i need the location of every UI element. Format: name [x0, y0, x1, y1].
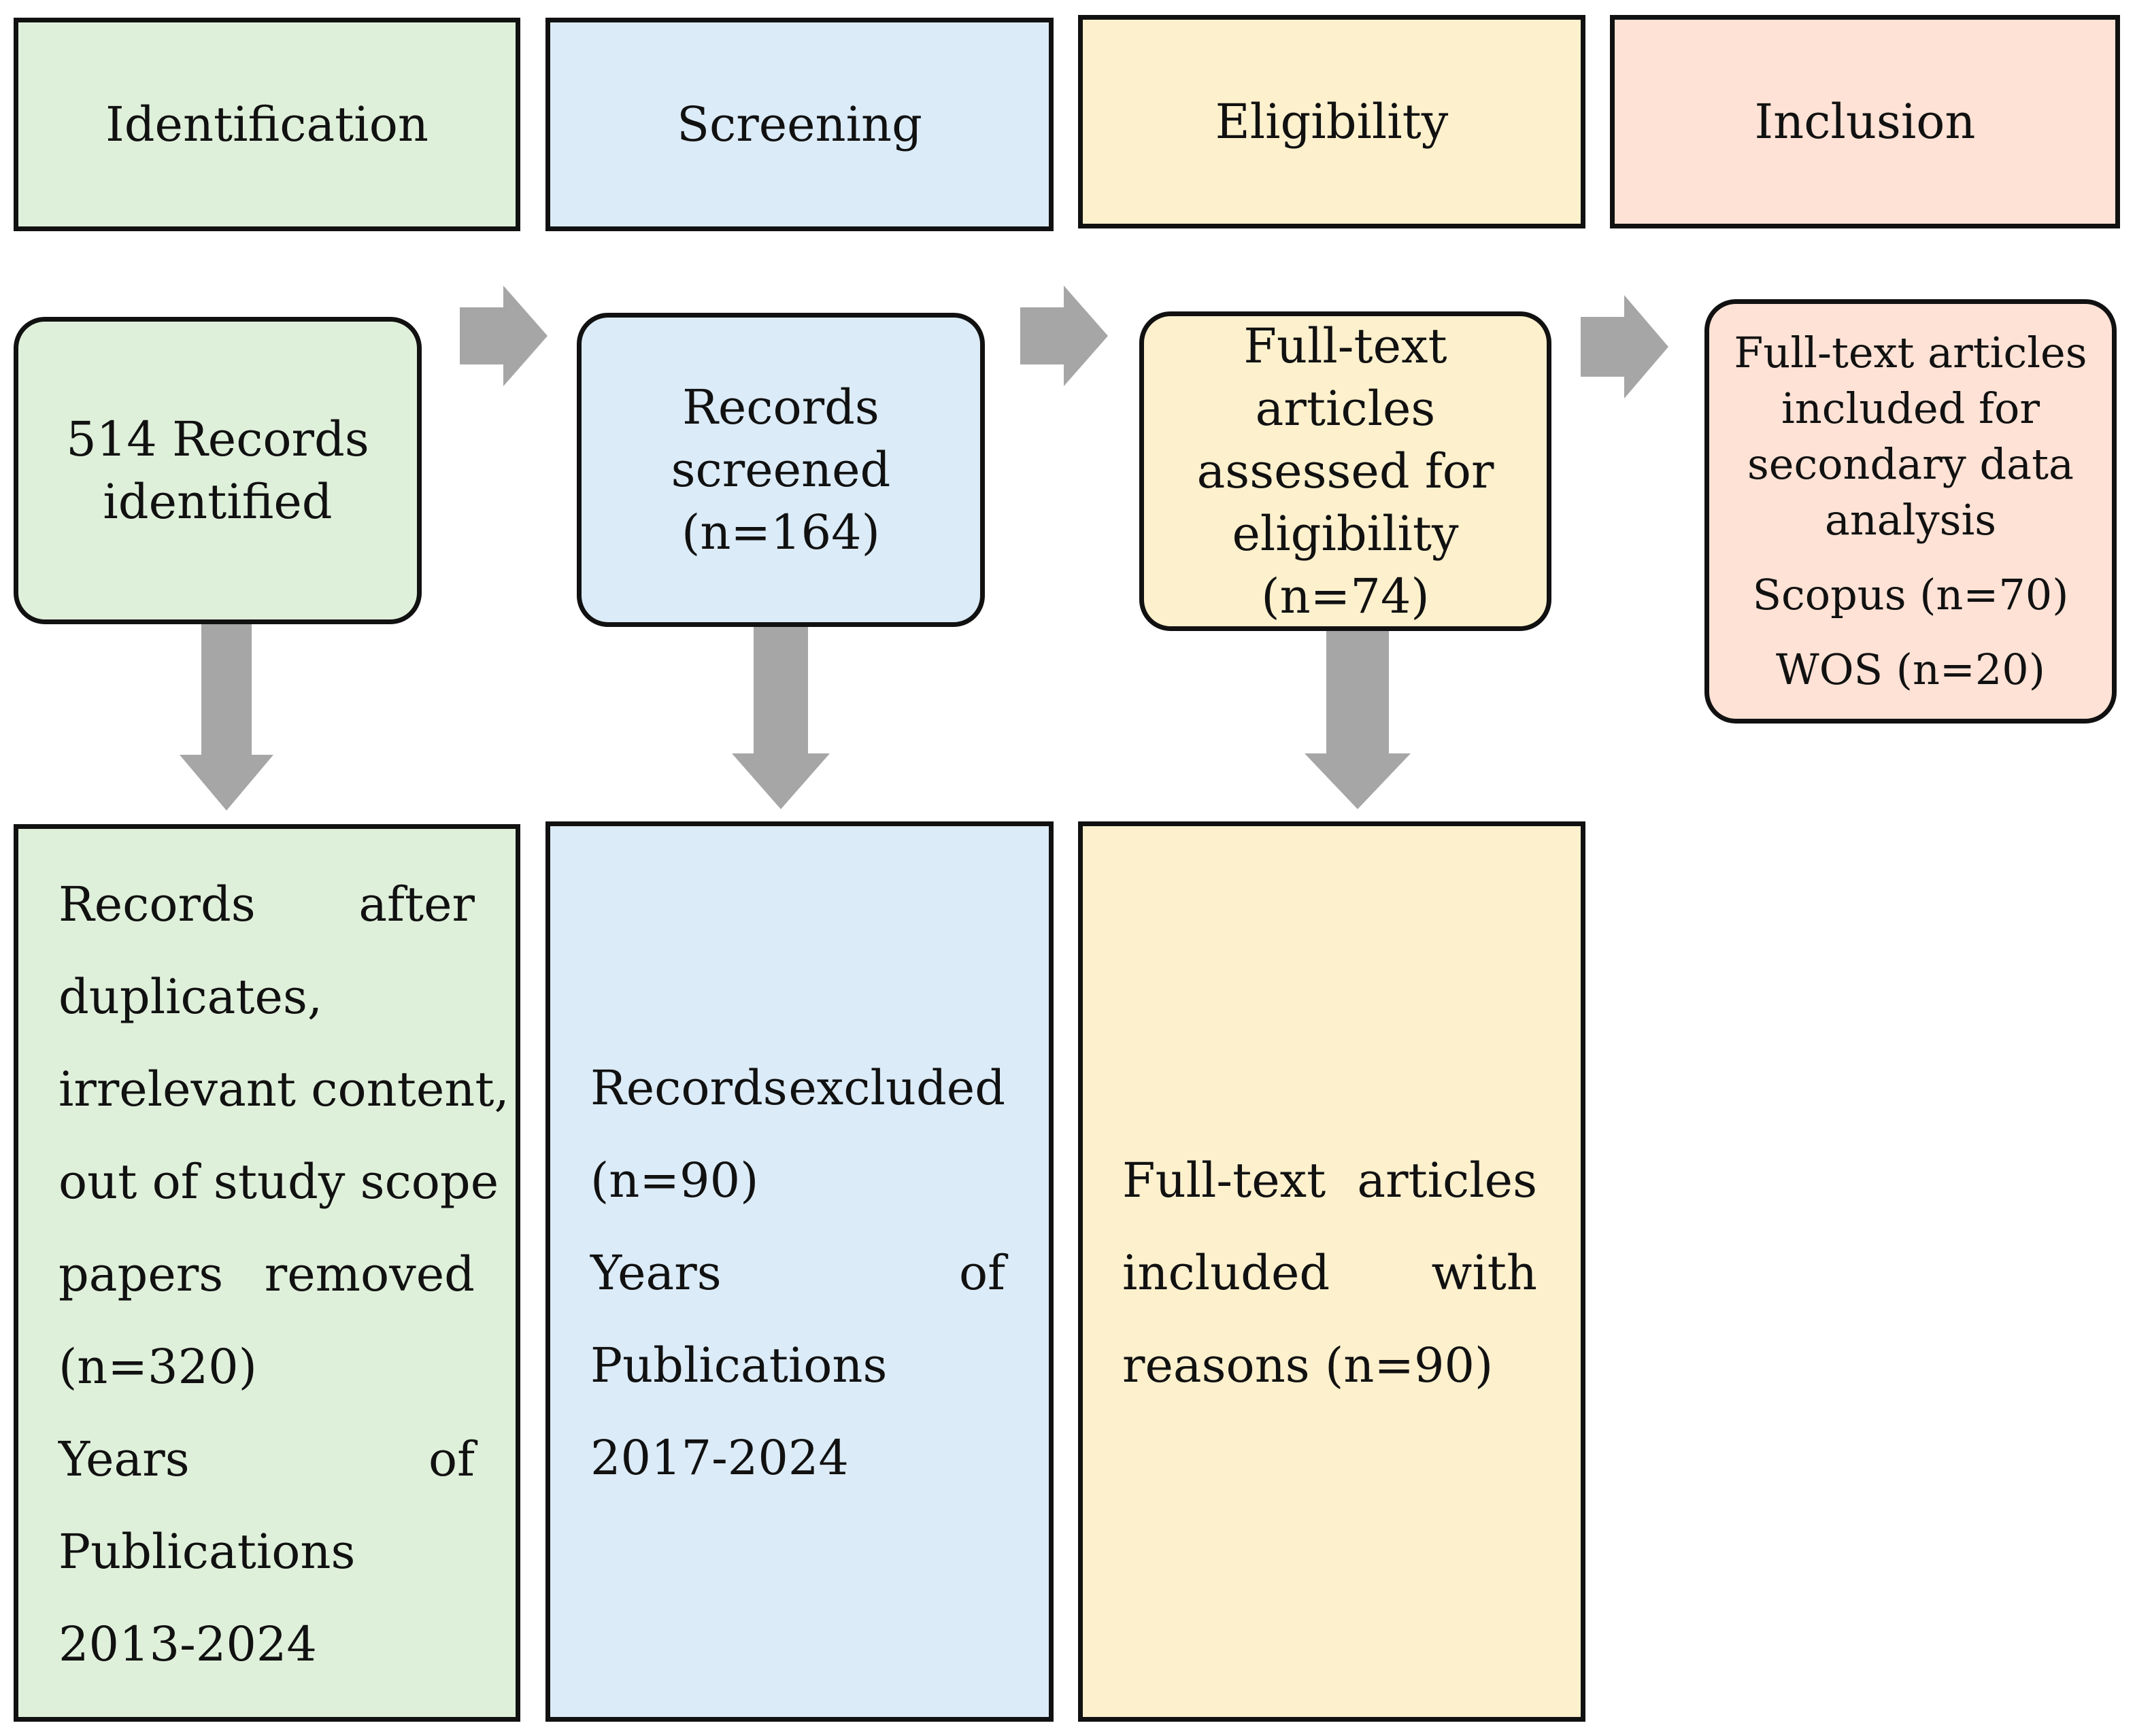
stage-header-screening: Screening	[545, 18, 1054, 231]
stage-header-inclusion: Inclusion	[1610, 15, 2120, 228]
screened-line-3: (n=164)	[682, 505, 880, 560]
assessed-line-2: articles	[1255, 381, 1436, 437]
excluded-id-line-8: Publications	[58, 1524, 356, 1580]
flow-box-assessed: Full-text articles assessed for eligibil…	[1139, 311, 1551, 631]
stage-title-inclusion: Inclusion	[1754, 94, 1976, 150]
excluded-id-line-4: out of study scope	[58, 1154, 499, 1210]
arrow-right-3	[1581, 295, 1668, 398]
excluded-sc-line-5: 2017-2024	[590, 1430, 849, 1486]
excluded-box-screening	[545, 821, 1054, 1722]
included-line-3: secondary data	[1747, 439, 2074, 489]
arrow-down-3	[1305, 624, 1411, 809]
excluded-el-line-3: reasons (n=90)	[1122, 1338, 1494, 1393]
arrow-right-2	[1020, 286, 1108, 386]
screened-line-2: screened	[671, 442, 891, 498]
arrow-down-2	[732, 624, 830, 809]
stage-header-identification: Identification	[14, 18, 520, 231]
arrow-right-1	[460, 286, 548, 386]
assessed-line-5: (n=74)	[1261, 568, 1430, 624]
flow-box-included: Full-text articles included for secondar…	[1704, 299, 2117, 724]
included-line-4: analysis	[1824, 495, 1997, 545]
identified-line-1: 514 Records	[66, 411, 369, 467]
excluded-sc-line-2: (n=90)	[590, 1153, 759, 1208]
excluded-id-line-3: irrelevant content,	[58, 1061, 509, 1117]
flow-box-identified: 514 Records identified	[14, 317, 422, 624]
excluded-id-line-9: 2013-2024	[58, 1616, 317, 1672]
assessed-line-1: Full-text	[1243, 318, 1447, 374]
excluded-box-eligibility	[1078, 821, 1585, 1722]
included-wos: WOS (n=20)	[1776, 645, 2045, 694]
excluded-id-line-6: (n=320)	[58, 1339, 257, 1395]
stage-title-screening: Screening	[677, 97, 922, 152]
identified-line-2: identified	[103, 474, 333, 530]
excluded-id-line-2: duplicates,	[58, 969, 323, 1025]
screened-line-1: Records	[682, 379, 879, 435]
assessed-line-4: eligibility	[1232, 506, 1459, 562]
included-line-2: included for	[1781, 384, 2040, 433]
arrow-down-1	[180, 624, 273, 811]
stage-title-eligibility: Eligibility	[1215, 94, 1449, 150]
stage-header-eligibility: Eligibility	[1078, 15, 1585, 228]
excluded-box-identification	[14, 824, 520, 1722]
included-scopus: Scopus (n=70)	[1752, 570, 2069, 619]
assessed-line-3: assessed for	[1196, 443, 1494, 499]
excluded-sc-line-4: Publications	[590, 1338, 888, 1393]
included-line-1: Full-text articles	[1734, 328, 2087, 377]
flow-box-screened: Records screened (n=164)	[577, 313, 985, 627]
stage-title-identification: Identification	[105, 97, 428, 152]
